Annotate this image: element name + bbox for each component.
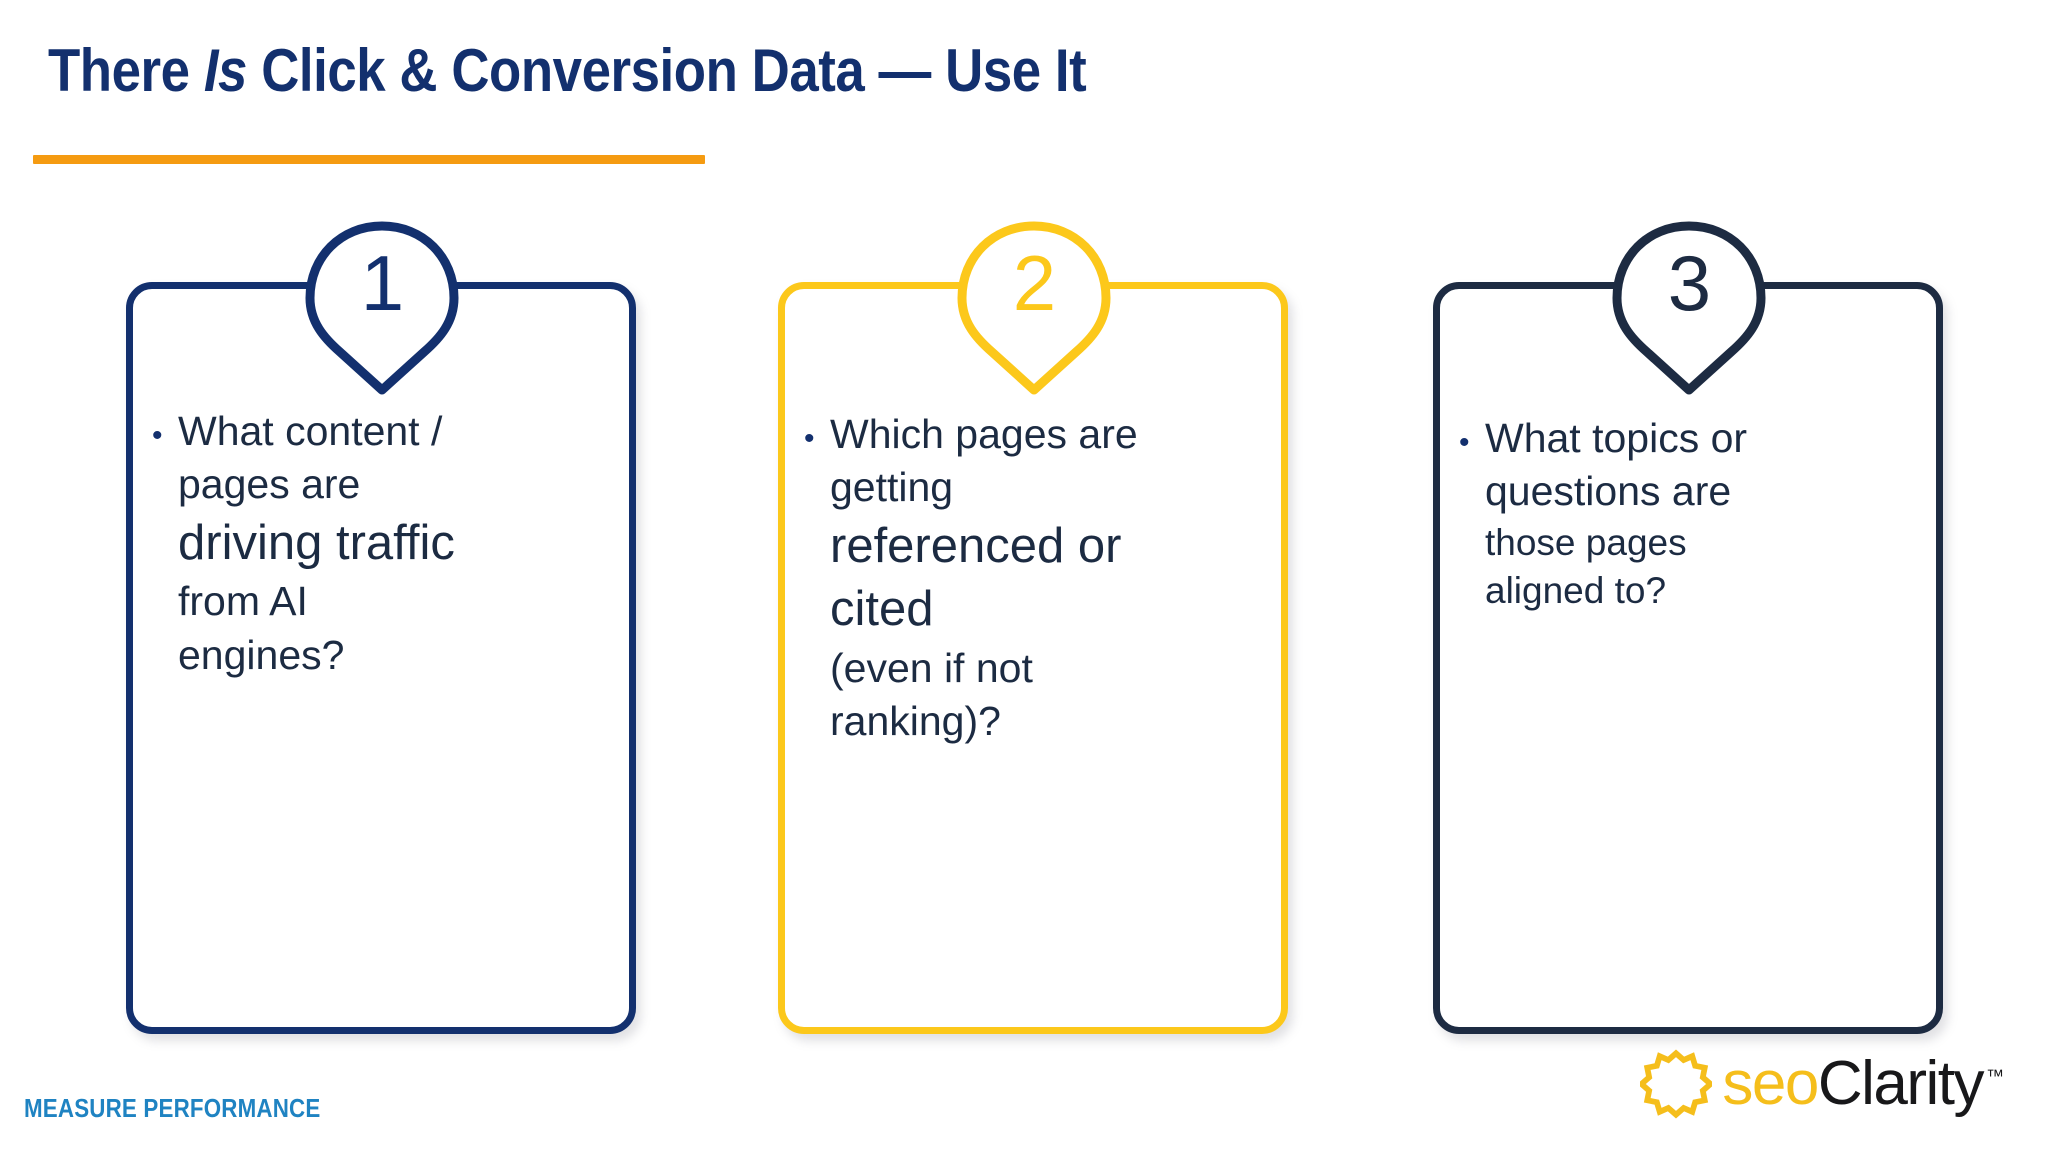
bullet-icon: • [804,422,815,455]
card-1-pin-badge: 1 [300,218,464,414]
card-2-bullet-row: • Which pages are getting referenced or … [804,408,1256,749]
bullet-icon: • [152,419,163,452]
card-2-line-2: getting [830,464,954,511]
card-1[interactable]: 1 • What content / pages are driving tra… [118,221,646,1050]
card-2[interactable]: 2 • Which pages are getting referenced o… [770,221,1298,1050]
card-1-line-5: engines? [178,631,345,678]
sunburst-icon [1640,1048,1713,1120]
trademark-symbol: ™ [1986,1066,2004,1087]
card-2-bullet-body: Which pages are getting referenced or ci… [830,408,1256,749]
card-2-line-6: ranking)? [830,698,1001,745]
cards-row: 1 • What content / pages are driving tra… [0,221,2048,1050]
page-title: There Is Click & Conversion Data — Use I… [48,36,1087,105]
card-3-line-3: those pages [1485,521,1687,563]
title-part-italic: Is [203,37,248,104]
card-1-text: • What content / pages are driving traff… [152,405,604,682]
card-3-line-4: aligned to? [1485,569,1667,611]
map-pin-icon [957,221,1111,395]
card-1-line-3: driving traffic [178,515,455,570]
card-1-bullet-body: What content / pages are driving traffic… [178,405,604,682]
map-pin-icon [1612,221,1766,395]
title-underline-rule [33,155,705,164]
card-1-bullet-row: • What content / pages are driving traff… [152,405,604,682]
card-2-pin-badge: 2 [952,218,1116,414]
card-2-line-3: referenced or [830,518,1122,573]
card-3-pin-badge: 3 [1607,218,1771,414]
map-pin-icon [305,221,459,395]
card-2-outline [778,282,1288,1034]
card-3-line-2: questions are [1485,468,1732,515]
card-1-outline [126,282,636,1034]
card-1-line-2: pages are [178,461,361,508]
card-2-line-5: (even if not [830,644,1033,691]
card-3-bullet-body: What topics or questions are those pages… [1485,412,1911,615]
card-3-line-1: What topics or [1485,415,1748,461]
bullet-icon: • [1459,426,1470,459]
title-part-pre: There [48,37,204,104]
logo-word-clarity: Clarity [1817,1049,1985,1118]
card-3-text: • What topics or questions are those pag… [1459,412,1911,615]
card-1-line-4: from AI [178,578,308,625]
card-3[interactable]: 3 • What topics or questions are those p… [1425,221,1953,1050]
card-1-number: 1 [360,239,404,327]
card-1-line-1: What content / [178,408,443,454]
card-2-text: • Which pages are getting referenced or … [804,408,1256,749]
title-part-post: Click & Conversion Data — Use It [246,37,1087,104]
card-2-number: 2 [1012,239,1056,327]
card-3-number: 3 [1667,239,1711,327]
card-3-bullet-row: • What topics or questions are those pag… [1459,412,1911,615]
card-2-line-4: cited [830,582,934,637]
logo-word-seo: seo [1722,1049,1819,1118]
card-2-line-1: Which pages are [830,411,1138,457]
footer-section-label: MEASURE PERFORMANCE [24,1093,321,1123]
